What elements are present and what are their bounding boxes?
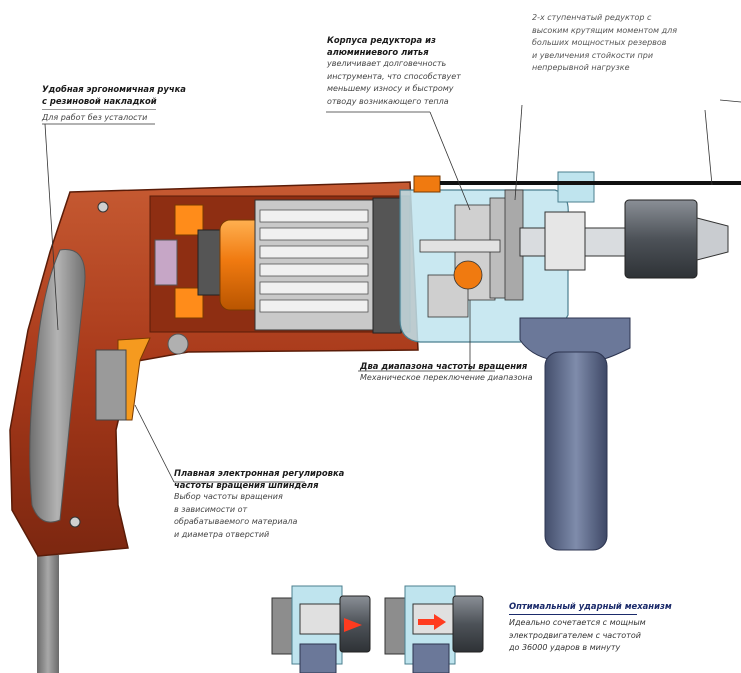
leader-lines (42, 99, 741, 483)
callout-body: увеличивает долговечность инструмента, ч… (327, 59, 461, 106)
impact-illustration-2 (384, 585, 484, 673)
callout-title: Два диапазона частоты вращения (360, 361, 528, 371)
callout-two-stage-gearbox: 2-х ступенчатый редуктор с высоким крутя… (532, 12, 682, 75)
screw-handle (69, 516, 81, 528)
callout-ergonomic-handle: Удобная эргономичная ручка с резиновой н… (42, 83, 186, 125)
callout-impact-mechanism: Оптимальный ударный механизм Идеально со… (509, 600, 672, 655)
power-cord (37, 555, 59, 673)
callout-title: Плавная электронная регулировка частоты … (174, 468, 345, 490)
callout-electronic-speed-control: Плавная электронная регулировка частоты … (174, 467, 345, 541)
side-handle (544, 351, 608, 551)
callout-title: Корпуса редуктора из алюминиевого литья (327, 35, 436, 57)
gears (419, 189, 524, 318)
callout-title: Удобная эргономичная ручка с резиновой н… (42, 84, 186, 106)
lock-button (167, 333, 189, 355)
callout-body: 2-х ступенчатый редуктор с высоким крутя… (532, 13, 678, 72)
callout-title: Оптимальный ударный механизм (509, 601, 672, 611)
callout-body: Идеально сочетается с мощным электродвиг… (509, 618, 646, 652)
chuck-nose (696, 217, 729, 261)
rubber-grip (29, 249, 86, 523)
brush-holder (197, 229, 221, 296)
callout-body: Для работ без усталости (42, 113, 148, 122)
impact-illustration-1 (271, 585, 371, 673)
callout-rule (509, 614, 637, 615)
callout-body: Выбор частоты вращения в зависимости от … (174, 492, 298, 539)
cooling-fan (372, 197, 402, 334)
commutator (154, 239, 178, 286)
callout-two-speed-ranges: Два диапазона частоты вращения Механичес… (360, 360, 533, 385)
stator-slots (259, 209, 369, 313)
screw (97, 201, 109, 213)
gearbox-top-clamp (557, 171, 595, 203)
callout-body: Механическое переключение диапазона (360, 373, 533, 382)
drill-chuck (624, 199, 698, 279)
callout-gearbox-housing: Корпуса редуктора из алюминиевого литья … (327, 34, 461, 108)
electronics-module (95, 349, 127, 421)
callout-rule (42, 109, 156, 110)
housing-orange-tab (413, 175, 441, 193)
spindle-collar (544, 211, 586, 271)
